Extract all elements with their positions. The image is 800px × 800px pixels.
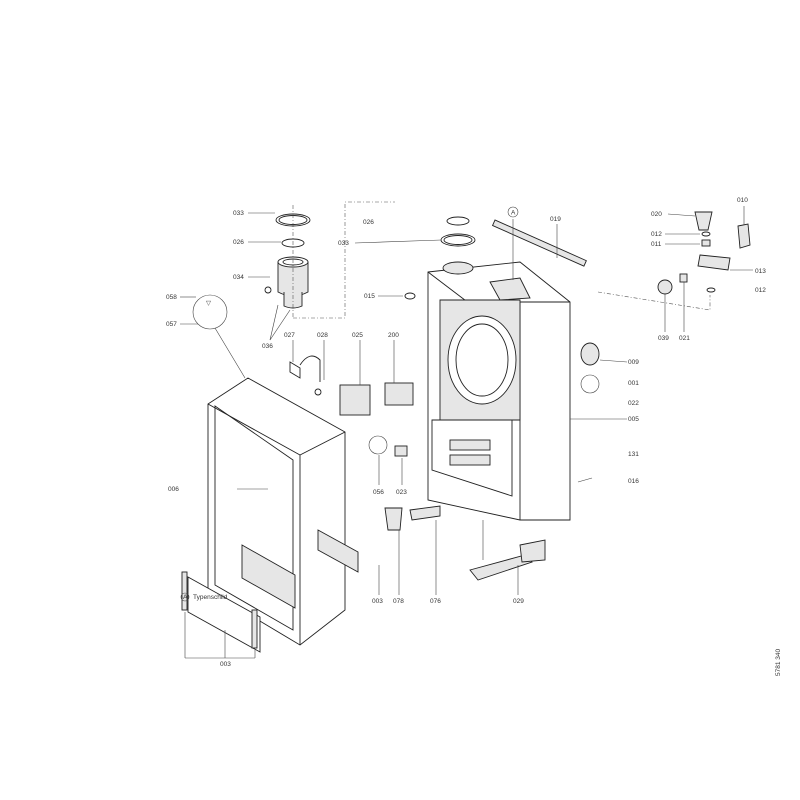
boiler-body [427, 219, 587, 521]
label-a: A [511, 210, 516, 217]
label-027: 027 [284, 332, 295, 339]
pipes [384, 505, 546, 581]
label-016: 016 [628, 478, 639, 485]
label-005: 005 [628, 416, 639, 423]
label-012-b: 012 [755, 287, 766, 294]
label-020: 020 [651, 211, 662, 218]
gas-valve [289, 355, 414, 457]
label-056: 056 [373, 489, 384, 496]
label-039: 039 [658, 335, 669, 342]
label-003: 003 [372, 598, 383, 605]
label-021: 021 [679, 335, 690, 342]
label-029: 029 [513, 598, 524, 605]
label-026-b: 026 [363, 219, 374, 226]
label-010: 010 [737, 197, 748, 204]
label-026: 026 [233, 239, 244, 246]
legend-marker: A [183, 594, 188, 601]
gasket-009 [580, 342, 600, 366]
label-011: 011 [651, 241, 662, 248]
label-036: 036 [262, 343, 273, 350]
label-034: 034 [233, 274, 244, 281]
drawing-number: 5781 340 [775, 649, 782, 676]
marker-a-circle [507, 206, 519, 218]
label-003-b: 003 [220, 661, 231, 668]
label-028: 028 [317, 332, 328, 339]
screw-016 [577, 477, 593, 483]
part-labels: 033 026 034 058 057 036 027 028 025 200 … [166, 197, 766, 668]
label-006: 006 [168, 486, 179, 493]
label-001: 001 [628, 380, 639, 387]
label-009: 009 [628, 359, 639, 366]
label-033: 033 [233, 210, 244, 217]
label-013: 013 [755, 268, 766, 275]
label-131: 131 [628, 451, 639, 458]
label-058: 058 [166, 294, 177, 301]
detail-circle-001 [580, 374, 600, 394]
label-019: 019 [550, 216, 561, 223]
hydraulic-block [597, 211, 751, 311]
legend-text: Typenschild [193, 594, 228, 601]
label-200: 200 [388, 332, 399, 339]
legend-marker-circle [180, 592, 190, 602]
svg-text:▽: ▽ [206, 300, 212, 307]
label-015: 015 [364, 293, 375, 300]
label-012: 012 [651, 231, 662, 238]
label-022: 022 [628, 400, 639, 407]
label-033-b: 033 [338, 240, 349, 247]
label-025: 025 [352, 332, 363, 339]
label-057: 057 [166, 321, 177, 328]
label-076: 076 [430, 598, 441, 605]
label-078: 078 [393, 598, 404, 605]
legend-typenschild: A Typenschild [180, 592, 228, 602]
label-023: 023 [396, 489, 407, 496]
flue-adapter-034 [264, 201, 395, 319]
front-cover-006 [181, 377, 359, 653]
detail-circle: ▽ [192, 294, 246, 379]
leader-lines [180, 206, 753, 659]
